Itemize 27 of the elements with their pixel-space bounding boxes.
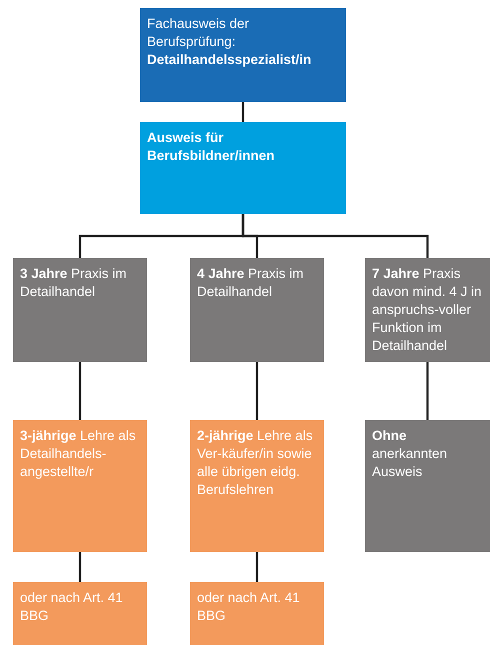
box-text: Fachausweis der Berufsprüfung: Detailhandelsspezialist/in [147,15,312,69]
info-box [13,258,147,362]
box-text: 3-jährige Lehre als Detailhandels-angestellte/r [20,427,137,481]
connector-line [242,214,429,258]
connector-line [426,362,429,420]
info-box [365,420,490,552]
info-box [13,420,147,552]
box-text: oder nach Art. 41 BBG [197,589,301,625]
box-text: 3 Jahre Praxis im Detailhandel [20,265,128,301]
connector-line [78,362,82,420]
box-text: oder nach Art. 41 BBG [20,589,124,625]
info-box [140,122,346,214]
info-box [365,258,490,362]
box-text: 2-jährige Lehre als Ver-käufer/in sowie alle übrigen eidg. Berufslehren [197,427,314,499]
box-text: Ohne anerkannten Ausweis [372,427,448,481]
connector-line [242,102,244,122]
info-box [140,8,346,102]
connector-line [78,552,82,582]
connector-line [256,552,258,582]
info-box [190,420,324,552]
info-box [190,582,324,645]
box-text: Ausweis für Berufsbildner/innen [147,129,276,165]
connector-line [256,362,258,420]
info-box [13,582,147,645]
box-text: 4 Jahre Praxis im Detailhandel [197,265,305,301]
box-text: 7 Jahre Praxis davon mind. 4 J in anspruchs-voller Funktion im Detailhandel [372,265,483,355]
info-box [190,258,324,362]
